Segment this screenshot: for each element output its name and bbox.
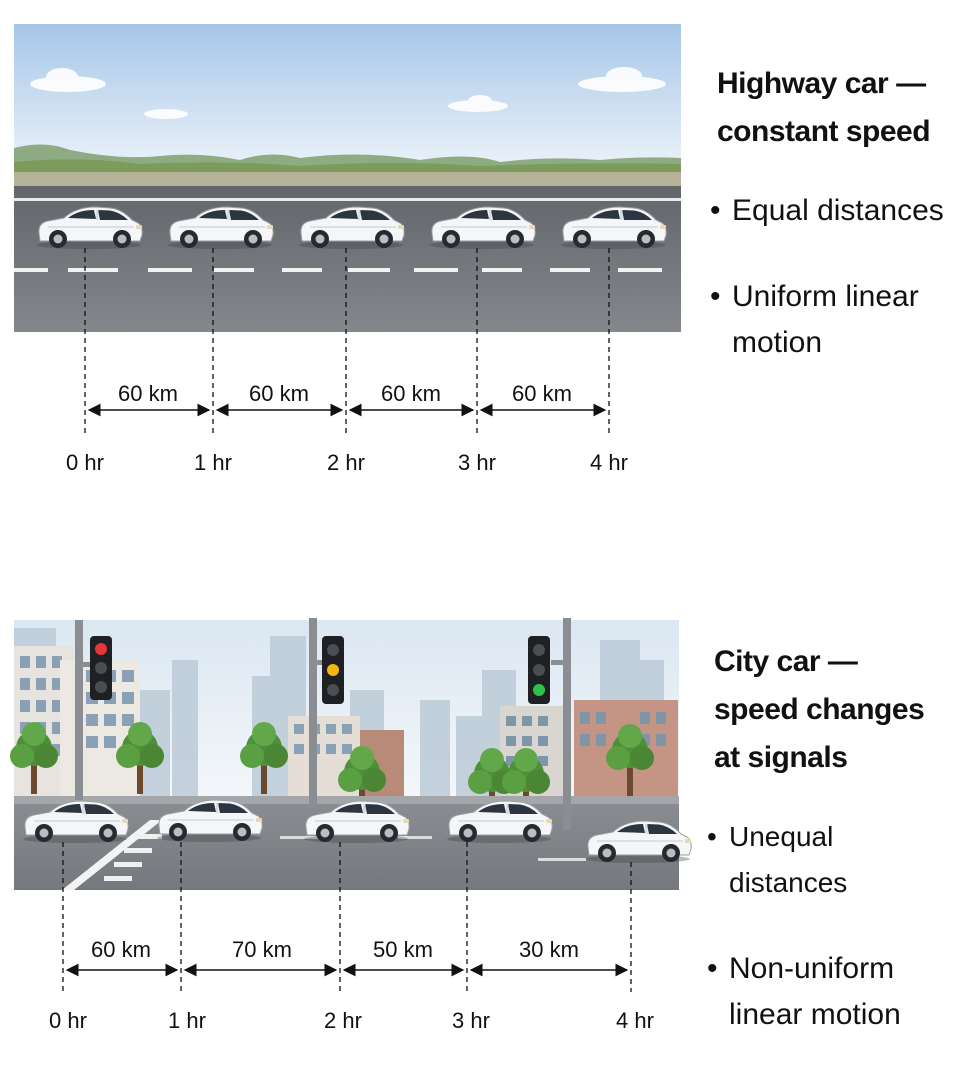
city-title-line: City car — [714, 645, 858, 678]
city-title-line: at signals [714, 741, 848, 774]
city-scene [10, 618, 692, 890]
cloud-icon [30, 67, 666, 119]
time-label: 1 hr [194, 450, 232, 475]
highway-time-markers [84, 248, 610, 436]
distance-label: 60 km [512, 381, 572, 406]
crosswalk [104, 834, 162, 881]
traffic-light-green [528, 618, 571, 830]
time-label: 2 hr [324, 1008, 362, 1033]
distance-label: 60 km [91, 937, 151, 962]
time-label: 1 hr [168, 1008, 206, 1033]
highway-title: Highway car — constant speed [717, 60, 931, 156]
time-label: 3 hr [458, 450, 496, 475]
highway-title-line: constant speed [717, 115, 931, 148]
highway-scene [14, 24, 681, 332]
time-label: 4 hr [590, 450, 628, 475]
traffic-light-red [75, 620, 112, 800]
distance-label: 30 km [519, 937, 579, 962]
lane-dashes [14, 268, 662, 272]
time-label: 3 hr [452, 1008, 490, 1033]
time-label: 2 hr [327, 450, 365, 475]
traffic-light-yellow [309, 618, 344, 808]
distance-label: 50 km [373, 937, 433, 962]
city-time-markers [62, 842, 632, 992]
highway-bullets: Equal distances Uniform linear motion [710, 188, 946, 406]
distance-label: 60 km [118, 381, 178, 406]
distance-label: 70 km [232, 937, 292, 962]
bullet-item: Uniform linear motion [710, 274, 932, 366]
bullet-item: Unequal distances [707, 814, 947, 906]
city-title: City car — speed changes at signals [714, 638, 925, 782]
city-bullets: Unequal distances Non-uniform linear mot… [707, 814, 947, 1078]
bullet-item: Non-uniform linear motion [707, 946, 929, 1038]
time-label: 0 hr [66, 450, 104, 475]
time-label: 0 hr [49, 1008, 87, 1033]
city-title-line: speed changes [714, 693, 925, 726]
bullet-item: Equal distances [710, 188, 946, 234]
distance-label: 60 km [381, 381, 441, 406]
time-label: 4 hr [616, 1008, 654, 1033]
distance-label: 60 km [249, 381, 309, 406]
highway-title-line: Highway car — [717, 67, 926, 100]
